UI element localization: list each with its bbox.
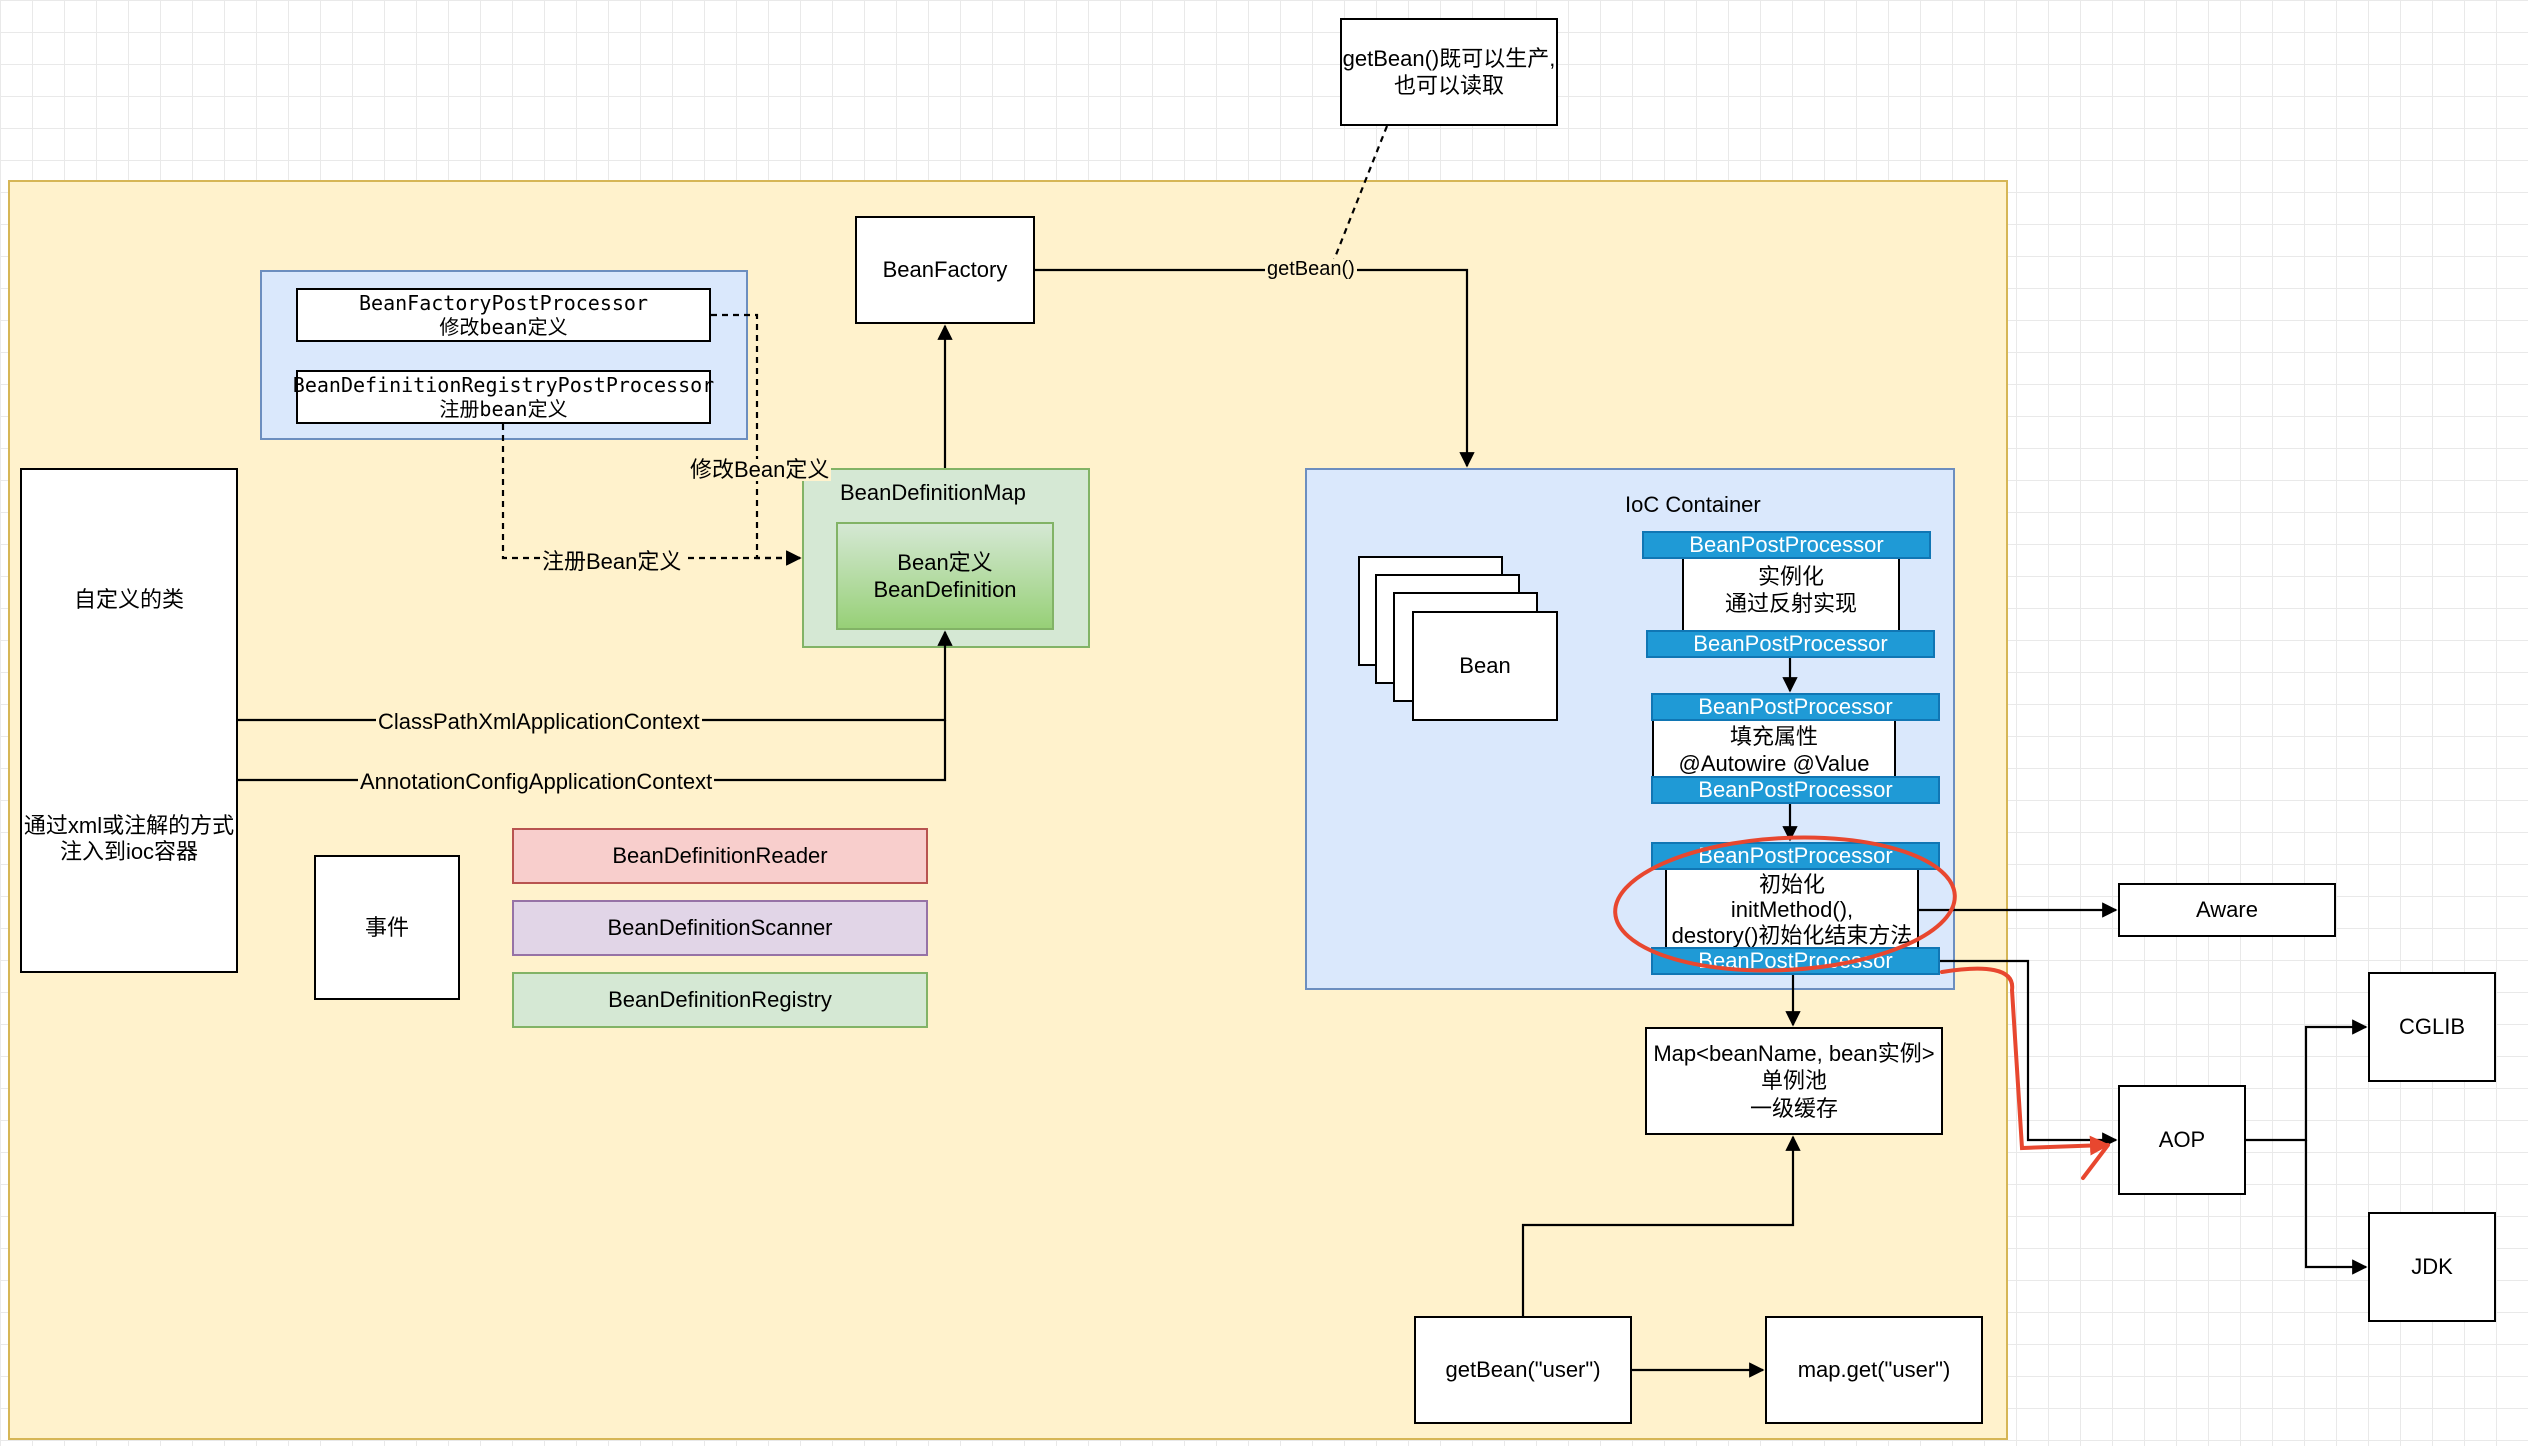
jdk-box[interactable]: JDK [2368, 1212, 2496, 1322]
bean-box[interactable]: Bean [1412, 611, 1558, 721]
bean-factory-box[interactable]: BeanFactory [855, 216, 1035, 324]
initialize-line2: initMethod(), [1730, 897, 1854, 923]
note-line2: 也可以读取 [1393, 73, 1504, 98]
getbean-user-to-map-edge [1521, 1135, 1801, 1316]
populate-line2: @Autowire @Value [1678, 751, 1870, 776]
aop-box[interactable]: AOP [2118, 1085, 2246, 1195]
aop-label: AOP [2158, 1127, 2206, 1153]
bfpp-line2: 修改bean定义 [439, 315, 568, 339]
singleton-map-box[interactable]: Map<beanName, bean实例> 单例池 一级缓存 [1645, 1027, 1943, 1135]
getbean-note-box[interactable]: getBean()既可以生产, 也可以读取 [1340, 18, 1558, 126]
custom-class-desc-line2: 注入到ioc容器 [59, 839, 199, 864]
classpath-ctx-label: ClassPathXmlApplicationContext [376, 709, 702, 734]
bean-definition-reader-box[interactable]: BeanDefinitionReader [512, 828, 928, 884]
bfpp-line1: BeanFactoryPostProcessor [359, 291, 648, 315]
bean-label: Bean [1459, 653, 1511, 679]
bean-definition-line1: Bean定义 [897, 549, 993, 575]
getbean-user-box[interactable]: getBean("user") [1414, 1316, 1632, 1424]
map-get-user-label: map.get("user") [1797, 1357, 1951, 1383]
instantiate-line1: 实例化 [1757, 563, 1824, 589]
classpath-ctx-edge [238, 630, 953, 722]
modify-bean-def-label: 修改Bean定义 [688, 457, 832, 482]
custom-class-box[interactable] [20, 468, 238, 973]
bdrpp-line2: 注册bean定义 [439, 397, 568, 421]
aware-box[interactable]: Aware [2118, 883, 2336, 937]
getbean-edge [1035, 268, 1475, 468]
aop-to-cglib-edge [2246, 1019, 2368, 1142]
bpp-after-populate[interactable]: BeanPostProcessor [1651, 776, 1940, 804]
instantiate-step-box[interactable]: 实例化 通过反射实现 [1682, 548, 1900, 632]
bpp-before-initialize[interactable]: BeanPostProcessor [1651, 842, 1940, 870]
bean-definition-registry-post-processor-box[interactable]: BeanDefinitionRegistryPostProcessor 注册be… [292, 370, 715, 424]
note-link [1328, 125, 1389, 271]
register-bean-def-edge [501, 424, 802, 566]
aop-to-jdk-edge [2304, 1140, 2368, 1275]
ioc-container-title: IoC Container [1625, 492, 1761, 517]
bean-factory-label: BeanFactory [882, 257, 1008, 283]
bpp-before-instantiate[interactable]: BeanPostProcessor [1642, 531, 1931, 559]
note-line1: getBean()既可以生产, [1342, 45, 1556, 71]
cglib-box[interactable]: CGLIB [2368, 972, 2496, 1082]
initialize-line1: 初始化 [1758, 872, 1825, 898]
cglib-label: CGLIB [2398, 1014, 2466, 1040]
map-get-user-box[interactable]: map.get("user") [1765, 1316, 1983, 1424]
scanner-label: BeanDefinitionScanner [607, 915, 833, 941]
bean-definition-map-title: BeanDefinitionMap [840, 480, 1026, 505]
instantiate-line2: 通过反射实现 [1724, 591, 1857, 616]
register-bean-def-label: 注册Bean定义 [540, 549, 684, 574]
bpp-after-instantiate[interactable]: BeanPostProcessor [1646, 630, 1935, 658]
to-aop-edge [1940, 959, 2118, 1148]
highlight-arrow-tail [2081, 1143, 2110, 1180]
event-box[interactable]: 事件 [314, 855, 460, 1000]
initialize-step-box[interactable]: 初始化 initMethod(), destory()初始化结束方法 [1665, 858, 1919, 962]
map-line3: 一级缓存 [1749, 1095, 1838, 1121]
reader-label: BeanDefinitionReader [612, 843, 828, 869]
jdk-label: JDK [2411, 1254, 2453, 1280]
registry-label: BeanDefinitionRegistry [608, 987, 832, 1013]
annotation-ctx-label: AnnotationConfigApplicationContext [358, 769, 715, 794]
bean-definition-box[interactable]: Bean定义 BeanDefinition [836, 522, 1054, 630]
custom-class-desc-line1: 通过xml或注解的方式 [23, 813, 235, 838]
highlight-arrow [1940, 966, 2110, 1156]
bpp-before-populate[interactable]: BeanPostProcessor [1651, 693, 1940, 721]
initialize-line3: destory()初始化结束方法 [1671, 922, 1913, 948]
custom-class-label: 自定义的类 [73, 587, 184, 612]
bean-definition-scanner-box[interactable]: BeanDefinitionScanner [512, 900, 928, 956]
bean-definition-line2: BeanDefinition [873, 577, 1017, 602]
getbean-edge-label: getBean() [1265, 258, 1357, 280]
bean-factory-post-processor-box[interactable]: BeanFactoryPostProcessor 修改bean定义 [296, 288, 711, 342]
map-line1: Map<beanName, bean实例> [1653, 1040, 1935, 1066]
bean-definition-registry-box[interactable]: BeanDefinitionRegistry [512, 972, 928, 1028]
highlight-circle [1613, 835, 1957, 973]
map-line2: 单例池 [1760, 1068, 1827, 1094]
modify-bean-def-edge [711, 313, 802, 566]
getbean-user-label: getBean("user") [1445, 1357, 1601, 1383]
populate-line1: 填充属性 [1729, 723, 1818, 749]
bdrpp-line1: BeanDefinitionRegistryPostProcessor [292, 373, 715, 397]
event-label: 事件 [364, 914, 409, 940]
aware-label: Aware [2196, 897, 2258, 923]
